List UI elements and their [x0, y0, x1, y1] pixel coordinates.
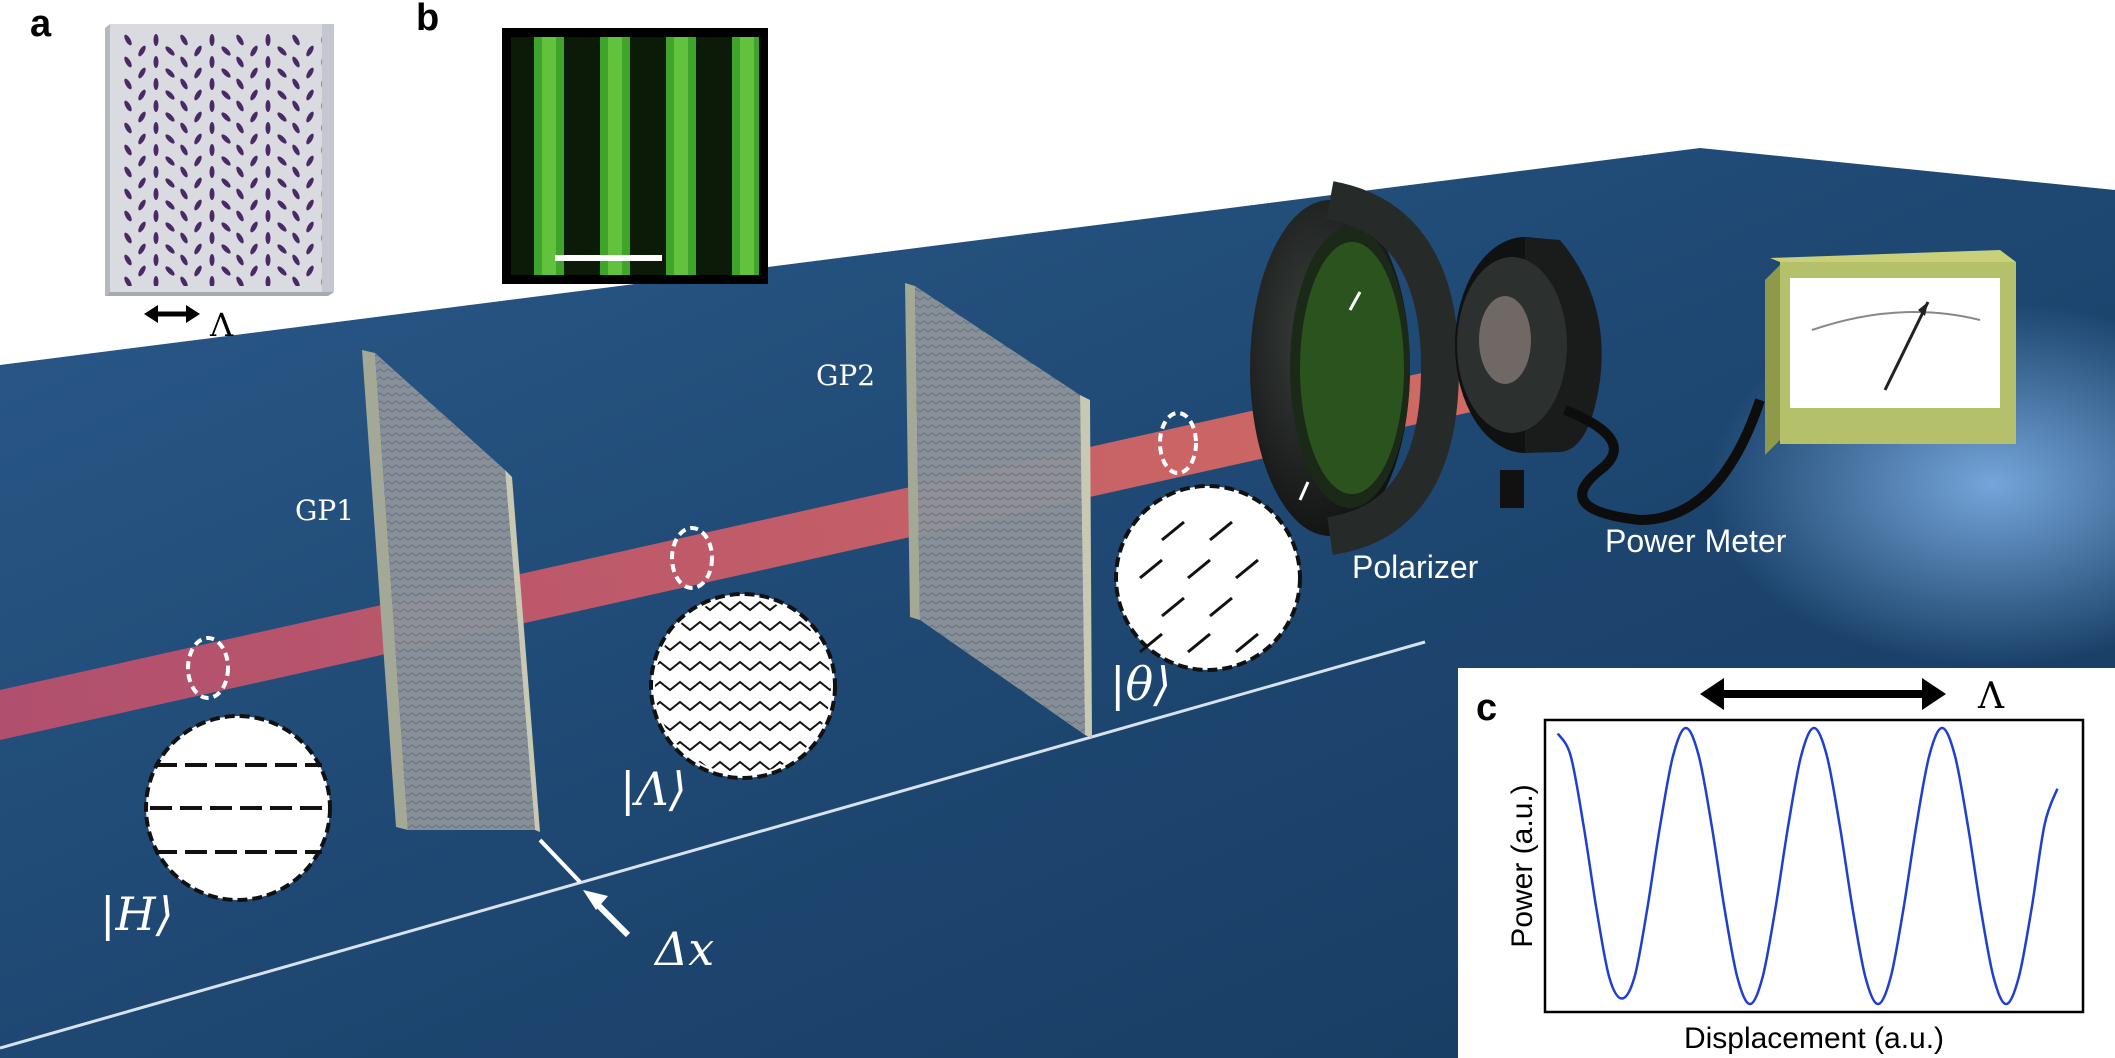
gp1-plate: [362, 350, 540, 832]
power-curve-line: [1556, 726, 2059, 1006]
y-axis-title: Power (a.u.): [1506, 784, 1539, 947]
plot-frame: [1543, 718, 2085, 1014]
gp-sample-illustration: [105, 24, 334, 296]
gp2-plate: [905, 283, 1092, 738]
ket-h: |H⟩: [100, 887, 174, 941]
polarizer-label: Polarizer: [1352, 549, 1479, 585]
power-meter-head: [1455, 237, 1765, 526]
state-circle-theta: [1114, 484, 1302, 672]
delta-x-label: Δx: [653, 922, 714, 976]
polarization-ellipse-lambda: [670, 526, 714, 590]
period-arrowhead-c-left: [1700, 678, 1724, 710]
laser-beam: [0, 360, 1480, 740]
delta-x-arrowhead: [583, 890, 608, 910]
lambda-label-a: Λ: [209, 306, 234, 344]
polarization-ellipse-h: [186, 636, 230, 700]
panel-letter-b: b: [416, 0, 439, 39]
gp2-label: GP2: [816, 359, 875, 392]
ket-lambda: |Λ⟩: [620, 762, 687, 816]
period-arrowhead-a-left: [144, 305, 158, 323]
polarization-ellipse-theta: [1158, 411, 1198, 475]
polarizer: [1250, 181, 1460, 555]
power-meter-label: Power Meter: [1605, 523, 1787, 559]
plot-series: [1556, 726, 2059, 1006]
panel-letter-c: c: [1476, 687, 1497, 729]
panel-letter-a: a: [30, 3, 52, 45]
delta-x-arrow: [592, 899, 631, 938]
meter-display: [1765, 250, 2016, 455]
lambda-label-c: Λ: [1977, 676, 2005, 717]
period-arrowhead-c-right: [1922, 678, 1946, 710]
delta-x-tick: [538, 838, 582, 884]
period-arrowhead-a-right: [186, 305, 200, 323]
gp1-label: GP1: [295, 494, 354, 527]
x-axis-title: Displacement (a.u.): [1684, 1022, 1944, 1055]
state-circle-h: [144, 714, 332, 902]
rail-line: [0, 640, 1426, 1050]
micrograph: [502, 28, 768, 284]
ket-theta: |θ⟩: [1110, 657, 1171, 711]
chart-panel: [1458, 668, 2115, 1058]
